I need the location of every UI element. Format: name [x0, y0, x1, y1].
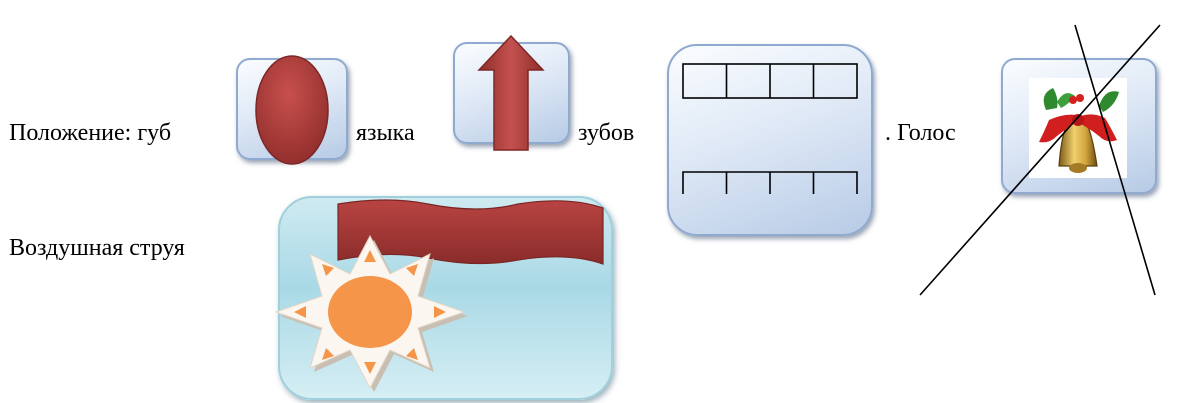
teeth-apart-icon — [682, 63, 858, 194]
sun-wave-icon — [274, 199, 604, 392]
bell-crossed-icon — [1029, 78, 1127, 178]
position-label: Положение: губ — [9, 120, 172, 146]
voice-label: . Голос — [885, 120, 956, 146]
lips-oval-icon — [255, 55, 329, 165]
cross-out-icon — [919, 24, 1161, 296]
tongue-up-arrow-icon — [477, 34, 545, 151]
teeth-label: зубов — [578, 120, 635, 146]
tongue-label: языка — [356, 120, 415, 146]
airstream-label: Воздушная струя — [9, 235, 185, 261]
